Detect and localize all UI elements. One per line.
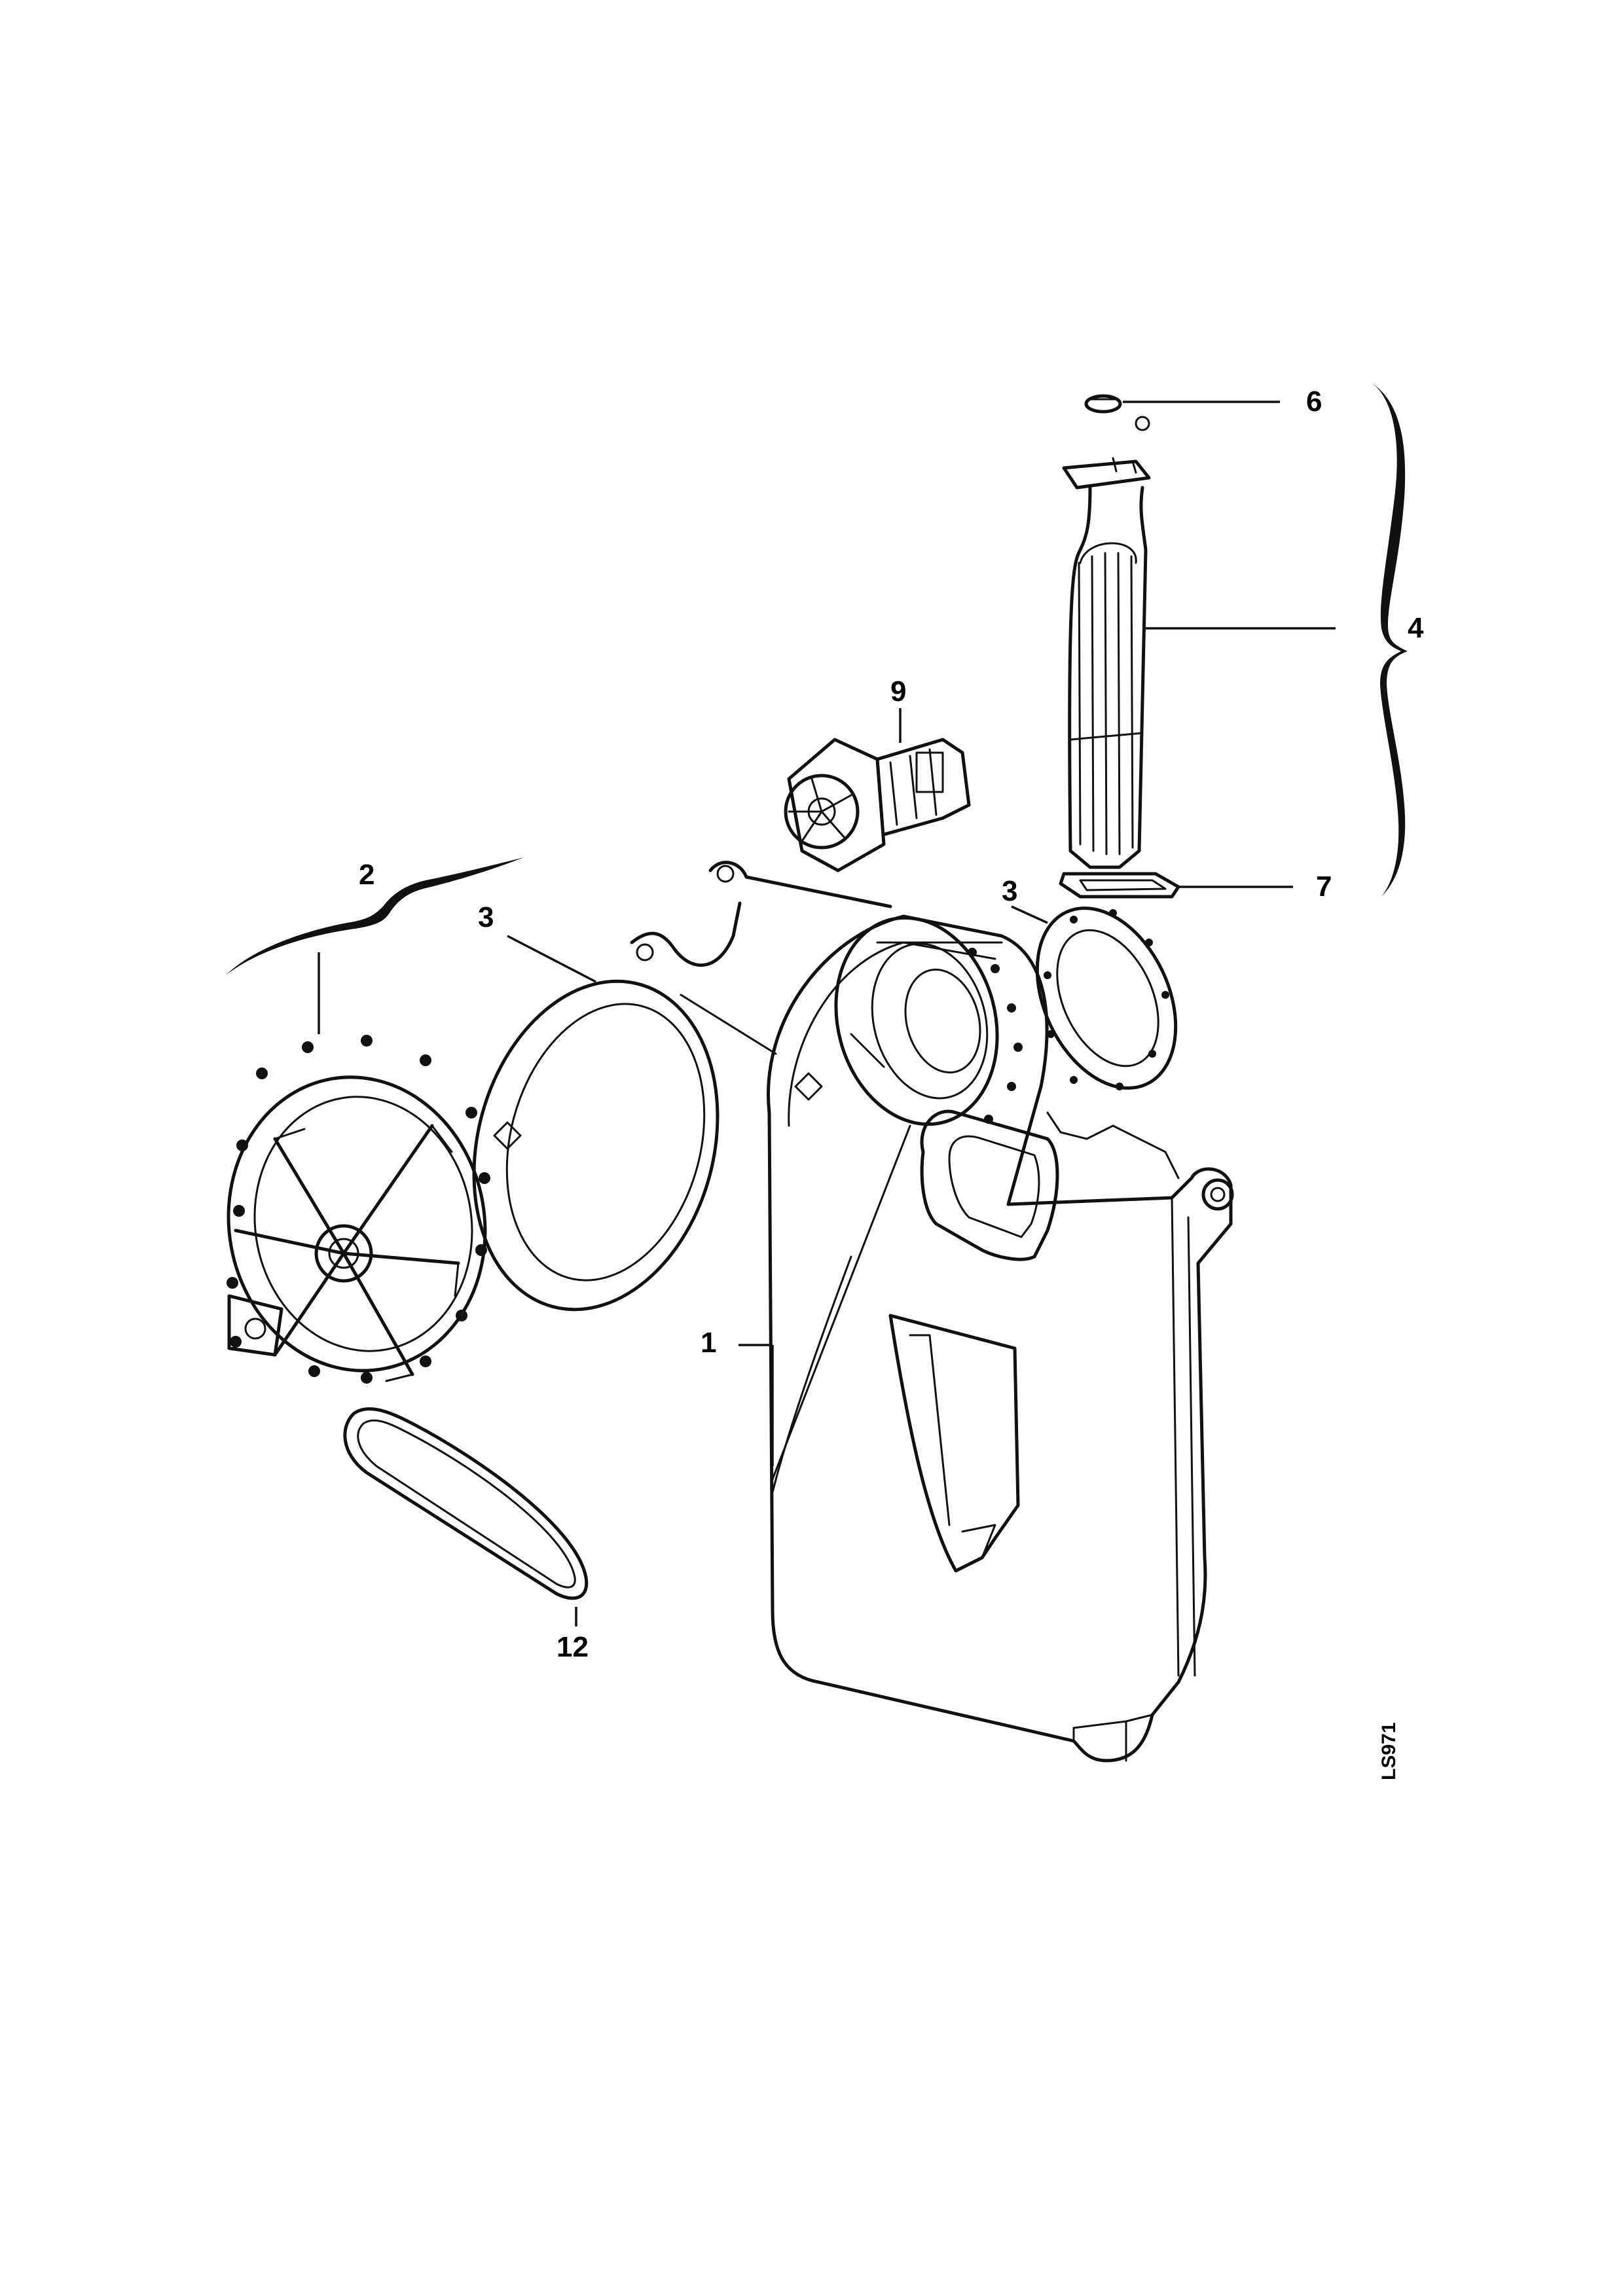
callout-4: 4 (1408, 612, 1424, 644)
drum-cover-part (227, 1035, 490, 1384)
tub-housing-part (630, 861, 1234, 1763)
callout-12: 12 (556, 1631, 589, 1663)
drawing-code: LS971 (1378, 1722, 1400, 1780)
callout-2: 2 (359, 859, 375, 891)
callout-7: 7 (1316, 870, 1332, 903)
pump-motor-part (784, 738, 971, 872)
brace-group-4 (1372, 383, 1408, 897)
callout-9: 9 (890, 675, 907, 708)
drive-belt-part (343, 1407, 589, 1600)
callout-3-left: 3 (478, 901, 494, 933)
leader-lines (226, 383, 1408, 1626)
callout-6: 6 (1306, 386, 1322, 418)
callout-1: 1 (701, 1327, 717, 1359)
tub-seal-large-part (472, 979, 720, 1312)
flange-gasket-part (1035, 906, 1178, 1090)
heating-element-part (1059, 394, 1180, 899)
brace-group-2 (226, 857, 524, 975)
callout-3-right: 3 (1002, 875, 1018, 907)
